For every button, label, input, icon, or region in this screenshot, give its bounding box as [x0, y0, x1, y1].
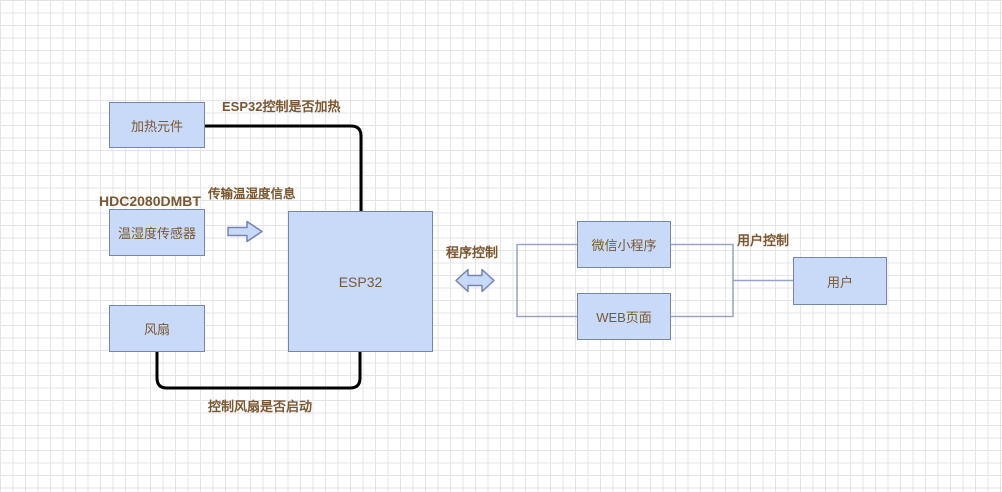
node-wechat-label: 微信小程序 — [591, 238, 657, 253]
node-esp32[interactable]: ESP32 — [288, 211, 433, 352]
connector-clients-left-bracket — [516, 243, 577, 318]
label-program-control: 程序控制 — [446, 245, 499, 260]
node-esp32-label: ESP32 — [338, 273, 383, 290]
node-web-label: WEB页面 — [596, 310, 652, 325]
connector-fan-esp32 — [155, 352, 362, 390]
node-sensor[interactable]: 温湿度传感器 — [109, 209, 205, 256]
node-fan-label: 风扇 — [143, 322, 170, 337]
node-user-label: 用户 — [826, 274, 853, 290]
node-web-page[interactable]: WEB页面 — [577, 293, 671, 340]
node-heater-label: 加热元件 — [130, 118, 183, 134]
node-user[interactable]: 用户 — [793, 257, 887, 305]
node-heater[interactable]: 加热元件 — [109, 102, 205, 148]
node-sensor-label: 温湿度传感器 — [117, 226, 196, 241]
node-wechat-miniprogram[interactable]: 微信小程序 — [577, 221, 671, 268]
label-fan-control: 控制风扇是否启动 — [208, 399, 313, 414]
right-arrow-icon[interactable] — [227, 220, 263, 243]
label-user-control: 用户控制 — [737, 233, 790, 248]
double-arrow-icon[interactable] — [455, 268, 495, 293]
node-fan[interactable]: 风扇 — [109, 305, 205, 352]
label-transmit-info: 传输温湿度信息 — [208, 187, 296, 201]
label-sensor-chip: HDC2080DMBT — [99, 193, 201, 209]
label-heat-control: ESP32控制是否加热 — [222, 99, 341, 114]
connector-clients-right-bracket — [671, 243, 734, 318]
